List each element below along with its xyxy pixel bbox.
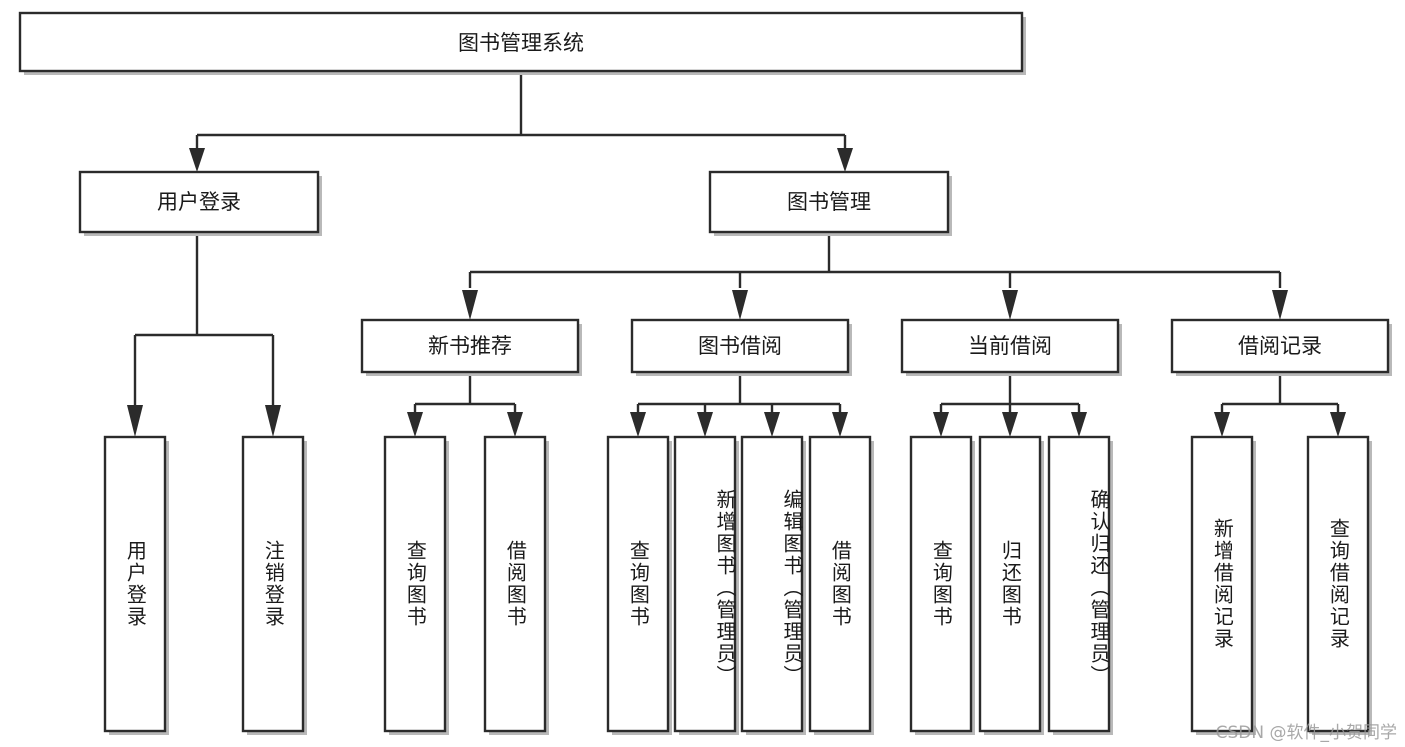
connector-bookmgmt-to-level2 xyxy=(462,232,1288,320)
node-user-login[interactable]: 用户登录 xyxy=(78,170,322,236)
node-leaf-edit-book[interactable] xyxy=(740,435,806,735)
connector-currentborrow-to-leaves xyxy=(933,372,1087,437)
node-root[interactable]: 图书管理系统 xyxy=(18,11,1026,75)
node-book-borrow-label: 图书借阅 xyxy=(698,334,782,358)
node-book-management[interactable]: 图书管理 xyxy=(708,170,952,236)
node-borrow-record-label: 借阅记录 xyxy=(1238,334,1322,358)
connector-borrowrecord-to-leaves xyxy=(1214,372,1346,437)
node-leaf-borrow-book-2[interactable] xyxy=(808,435,874,735)
node-leaf-return-book[interactable] xyxy=(978,435,1044,735)
node-new-book-recommend-label: 新书推荐 xyxy=(428,334,512,358)
node-leaf-query-book-2[interactable] xyxy=(606,435,672,735)
connector-userlogin-to-leaves xyxy=(127,232,281,437)
node-leaf-query-book-3[interactable] xyxy=(909,435,975,735)
connector-root-to-level1 xyxy=(189,75,853,172)
node-leaf-borrow-book-1[interactable] xyxy=(483,435,549,735)
node-book-borrow[interactable]: 图书借阅 xyxy=(630,318,852,376)
connector-newbook-to-leaves xyxy=(407,372,523,437)
csdn-watermark: CSDN @软件_小贺同学 xyxy=(1215,723,1397,743)
node-current-borrow-label: 当前借阅 xyxy=(968,334,1052,358)
node-current-borrow[interactable]: 当前借阅 xyxy=(900,318,1122,376)
node-leaf-add-book[interactable] xyxy=(673,435,739,735)
node-leaf-confirm-return[interactable] xyxy=(1047,435,1113,735)
node-leaf-logout-login[interactable] xyxy=(241,435,307,735)
node-user-login-label: 用户登录 xyxy=(157,190,241,214)
node-book-management-label: 图书管理 xyxy=(787,190,871,214)
node-leaf-add-record[interactable] xyxy=(1190,435,1256,735)
node-root-label: 图书管理系统 xyxy=(458,31,584,55)
node-leaf-query-record[interactable] xyxy=(1306,435,1372,735)
node-leaf-query-book-1[interactable] xyxy=(383,435,449,735)
connector-bookborrow-to-leaves xyxy=(630,372,848,437)
node-new-book-recommend[interactable]: 新书推荐 xyxy=(360,318,582,376)
node-borrow-record[interactable]: 借阅记录 xyxy=(1170,318,1392,376)
node-leaf-user-login[interactable] xyxy=(103,435,169,735)
